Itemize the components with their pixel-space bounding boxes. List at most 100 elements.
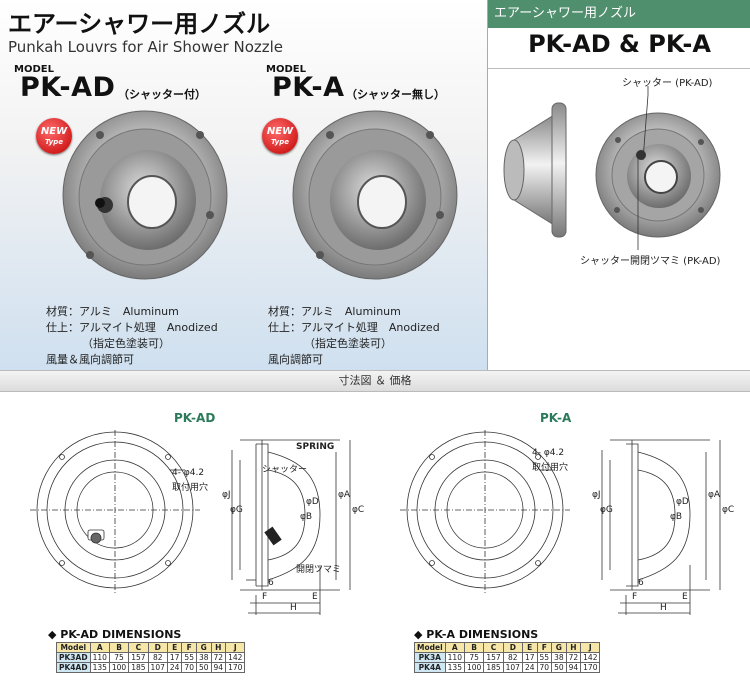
table-header-cell: E (166, 642, 183, 653)
hole-label: 4- φ4.2 (532, 448, 565, 458)
new-badge-icon: NEW Type (262, 118, 298, 154)
table-cell: 55 (536, 652, 553, 663)
table-header-cell: D (147, 642, 168, 653)
table-cell: 17 (521, 652, 538, 663)
table-header-cell: F (536, 642, 553, 653)
table-cell: 100 (463, 662, 485, 673)
table-cell: 142 (225, 652, 246, 663)
drawing-pkad (30, 430, 351, 615)
table-header-row: Model A B C D E F G H J (56, 642, 246, 653)
table-title-pka: ◆ PK-A DIMENSIONS (414, 628, 539, 641)
table-cell: 107 (147, 662, 168, 673)
table-cell: 38 (551, 652, 567, 663)
table-header-cell: G (551, 642, 567, 653)
product-panel: エアーシャワー用ノズル Punkah Louvrs for Air Shower… (0, 0, 487, 370)
badge-subtext: Type (45, 138, 63, 146)
dim-j: φJ (592, 490, 601, 500)
dim-g: φG (230, 505, 243, 515)
dim-a: φA (338, 490, 351, 500)
drawing-title-pka: PK-A (540, 411, 572, 425)
callout-shutter: シャッター (PK-AD) (622, 78, 713, 89)
spec-adjust: 風向調節可 (268, 353, 323, 366)
dim-6: 6 (268, 578, 274, 588)
table-header-cell: B (463, 642, 485, 653)
spec-finish: 仕上：アルマイト処理 Anodized (268, 321, 440, 334)
model-name-pka: PK-A (272, 72, 345, 103)
table-cell: 75 (108, 652, 130, 663)
dim-g: φG (600, 505, 613, 515)
table-cell: 24 (166, 662, 183, 673)
nozzle-photo-pkad (62, 110, 228, 280)
badge-text: NEW (40, 126, 68, 137)
table-cell: 100 (108, 662, 130, 673)
table-cell: 135 (89, 662, 110, 673)
table-cell: 142 (580, 652, 601, 663)
dim-d: φD (676, 497, 689, 507)
dim-b: φB (670, 512, 683, 522)
table-header-cell: H (210, 642, 227, 653)
drawing-title-pkad: PK-AD (174, 411, 216, 425)
model-name-pkad: PK-AD (20, 72, 116, 103)
dim-c: φC (722, 505, 735, 515)
table-header-cell: C (483, 642, 504, 653)
table-cell: 38 (195, 652, 212, 663)
table-cell: 170 (225, 662, 246, 673)
dim-c: φC (352, 505, 365, 515)
new-badge-icon: NEW Type (36, 118, 72, 154)
table-cell: 50 (551, 662, 567, 673)
table-header-cell: J (580, 642, 601, 653)
spec-material: 材質：アルミ Aluminum (46, 305, 179, 318)
table-header-cell: D (502, 642, 523, 653)
table-cell: 157 (128, 652, 149, 663)
badge-subtext: Type (271, 138, 289, 146)
divider (488, 68, 750, 69)
model-subtitle-pkad: （シャッター付） (118, 88, 206, 101)
dim-h: H (290, 603, 297, 613)
page-title-jp: エアーシャワー用ノズル (8, 10, 271, 38)
table-header-cell: B (108, 642, 130, 653)
table-row: PK3A 110 75 157 82 17 55 38 72 142 (414, 652, 601, 663)
spec-adjust: 風量＆風向調節可 (46, 353, 134, 366)
callout-lines (637, 86, 649, 250)
callout-shutter-knob: シャッター開閉ツマミ (PK-AD) (580, 256, 721, 267)
table-header-cell: F (181, 642, 197, 653)
model-label: MODEL (14, 64, 54, 75)
badge-text: NEW (266, 126, 294, 137)
table-cell: 94 (565, 662, 582, 673)
table-header-cell: H (565, 642, 582, 653)
table-cell: 70 (536, 662, 553, 673)
dim-f: F (262, 592, 268, 602)
nozzle-front-photo (595, 112, 721, 238)
model-subtitle-pka: （シャッター無し） (346, 88, 445, 101)
table-cell: PK3AD (56, 652, 91, 663)
table-row: PK4A 135 100 185 107 24 70 50 94 170 (414, 662, 601, 673)
table-cell: 110 (89, 652, 110, 663)
overview-title: PK-AD & PK-A (528, 30, 711, 58)
table-cell: 185 (128, 662, 149, 673)
table-cell: 55 (181, 652, 197, 663)
table-header-cell: Model (414, 642, 446, 653)
table-cell: 185 (483, 662, 504, 673)
hole-label-sub: 取付用穴 (532, 463, 569, 473)
model-label: MODEL (266, 64, 306, 75)
spec-list-pkad: 材質：アルミ Aluminum 仕上：アルマイト処理 Anodized （指定色… (46, 304, 218, 368)
dim-f: F (632, 592, 638, 602)
table-cell: 110 (444, 652, 465, 663)
dimensions-table-pkad: Model A B C D E F G H J PK3AD 110 75 157… (56, 642, 246, 673)
table-cell: PK3A (414, 652, 446, 663)
table-cell: 50 (195, 662, 212, 673)
table-cell: 72 (565, 652, 582, 663)
table-cell: 170 (580, 662, 601, 673)
table-cell: 17 (166, 652, 183, 663)
spec-paint: （指定色塗装可） (82, 337, 170, 350)
drawing-pka (400, 430, 721, 615)
knob-label: 開閉ツマミ (296, 565, 342, 575)
spec-finish: 仕上：アルマイト処理 Anodized (46, 321, 218, 334)
dim-j: φJ (222, 490, 231, 500)
shutter-label: シャッター (262, 465, 308, 475)
dims-section-header: 寸法図 ＆ 価格 (0, 370, 750, 392)
table-cell: 107 (502, 662, 523, 673)
table-cell: 82 (147, 652, 168, 663)
dim-b: φB (300, 512, 313, 522)
dim-a: φA (708, 490, 721, 500)
